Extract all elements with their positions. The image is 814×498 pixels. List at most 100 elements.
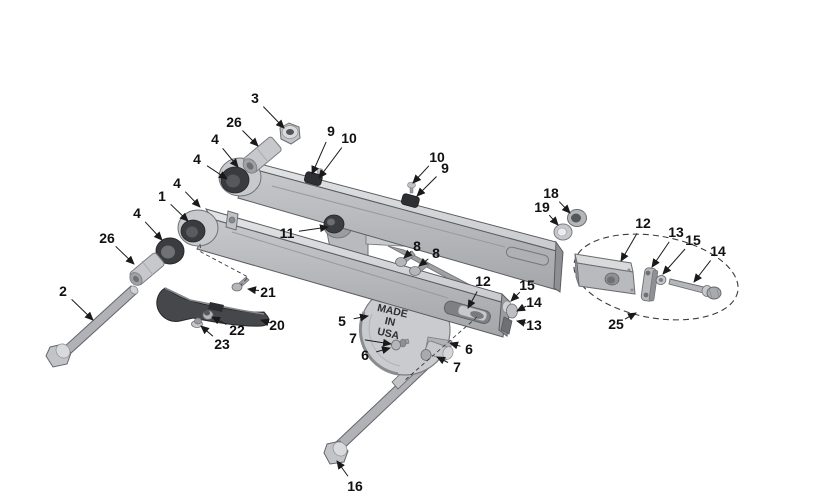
- callout-leader-6: [376, 346, 391, 355]
- callout-leader-13: [651, 241, 670, 268]
- part-callout-14: 14: [526, 294, 542, 310]
- part-7-bolt-left: [391, 338, 410, 351]
- part-callout-10: 10: [429, 149, 445, 165]
- callout-leader-26: [242, 130, 259, 147]
- part-23-nut: [191, 317, 203, 328]
- part-callout-4: 4: [133, 205, 141, 221]
- callout-leader-23: [200, 325, 214, 337]
- callout-leader-14: [516, 303, 527, 312]
- callout-leader-7: [364, 338, 392, 347]
- part-callout-8: 8: [432, 245, 440, 261]
- part-13-plate: [640, 267, 659, 302]
- part-callout-16: 16: [347, 478, 363, 494]
- callout-leader-6: [449, 341, 461, 350]
- made-in-usa-line3: USA: [376, 326, 401, 343]
- part-callout-26: 26: [226, 114, 242, 130]
- upper-arm: [218, 157, 564, 293]
- construction-lines: [198, 236, 478, 382]
- part-callout-9: 9: [441, 160, 449, 176]
- callout-leader-18: [558, 201, 571, 214]
- part-25-detail-group: [573, 233, 739, 321]
- callout-leader-10: [318, 147, 343, 179]
- callout-leader-1: [170, 203, 189, 222]
- part-callout-7: 7: [349, 330, 357, 346]
- part-10-screw-right: [407, 181, 416, 194]
- part-2-pivot-bolt: [45, 285, 139, 368]
- callout-leader-22: [211, 316, 227, 325]
- callout-leader-15: [510, 291, 521, 302]
- callout-leader-4: [222, 147, 239, 168]
- part-callout-12: 12: [635, 215, 651, 231]
- part-callout-13: 13: [526, 317, 542, 333]
- detail-ellipse: [573, 233, 739, 321]
- part-18-nut: [567, 209, 587, 227]
- part-callout-20: 20: [269, 317, 285, 333]
- callout-leader-4: [144, 221, 163, 241]
- lower-arm: [177, 208, 511, 338]
- part-14-bolt: [668, 278, 722, 300]
- part-callout-5: 5: [338, 313, 346, 329]
- part-callout-1: 1: [158, 188, 166, 204]
- callout-leader-25: [624, 312, 637, 321]
- part-10-screw-left: [316, 168, 324, 174]
- callout-leader-8: [403, 249, 413, 259]
- part-callout-6: 6: [361, 347, 369, 363]
- callout-leader-16: [336, 460, 349, 477]
- part-callout-6: 6: [465, 341, 473, 357]
- part-callout-19: 19: [534, 199, 550, 215]
- callout-leader-11: [298, 224, 329, 233]
- callout-leader-2: [71, 298, 94, 321]
- part-9-pad-right: [400, 193, 420, 208]
- made-in-usa-line2: IN: [384, 315, 397, 329]
- part-callout-4: 4: [211, 131, 219, 147]
- part-20-chain-slider: [156, 287, 270, 327]
- part-1-swingarm-body: [177, 157, 564, 338]
- part-callout-3: 3: [251, 90, 259, 106]
- part-callout-9: 9: [327, 123, 335, 139]
- callout-leader-4: [206, 165, 228, 180]
- part-callout-12: 12: [475, 273, 491, 289]
- callout-leader-5: [353, 313, 369, 322]
- upper-arm-slot: [505, 246, 549, 266]
- part-callout-13: 13: [668, 224, 684, 240]
- callout-leader-12: [620, 233, 638, 262]
- part-15-washer: [655, 274, 667, 286]
- part-callout-2: 2: [59, 283, 67, 299]
- callout-leader-14: [693, 260, 712, 283]
- part-callout-7: 7: [453, 359, 461, 375]
- part-callout-4: 4: [173, 175, 181, 191]
- part-callout-21: 21: [260, 284, 276, 300]
- callout-leader-4: [184, 191, 201, 208]
- callout-leader-13: [516, 318, 527, 327]
- part-4-seal-float: [155, 237, 185, 265]
- part-callout-4: 4: [193, 151, 201, 167]
- callout-leader-3: [262, 106, 285, 129]
- part-26-spacer-upper: [242, 136, 282, 174]
- callout-leader-9: [311, 141, 327, 175]
- callout-leader-26: [115, 245, 135, 265]
- part-callout-26: 26: [99, 230, 115, 246]
- part-callout-25: 25: [608, 316, 624, 332]
- arm-end-hardware: [500, 300, 518, 335]
- part-3-nut: [279, 122, 301, 145]
- callout-leader-8: [418, 257, 429, 267]
- part-14-bolt-head-arm: [506, 303, 518, 319]
- part-19-washer: [553, 223, 573, 241]
- part-callout-18: 18: [543, 185, 559, 201]
- part-callout-14: 14: [710, 243, 726, 259]
- callout-leader-20: [260, 318, 270, 327]
- part-22-nut: [202, 310, 214, 320]
- part-callout-15: 15: [685, 232, 701, 248]
- callout-leader-21: [247, 286, 260, 295]
- part-26-spacer-lower: [129, 252, 165, 286]
- callout-leader-15: [662, 248, 686, 275]
- part-callout-10: 10: [341, 130, 357, 146]
- part-13-plate-arm: [500, 316, 513, 335]
- part-11-shock-bolt: [323, 214, 345, 234]
- part-callout-22: 22: [229, 322, 245, 338]
- part-callout-11: 11: [280, 225, 295, 241]
- part-callout-15: 15: [519, 277, 535, 293]
